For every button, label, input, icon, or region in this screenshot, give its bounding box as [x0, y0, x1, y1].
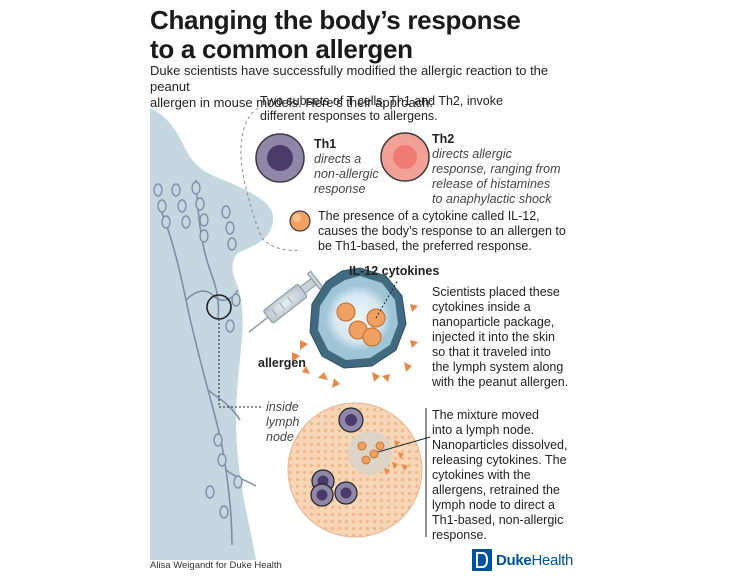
syringe-icon — [248, 270, 324, 333]
lymph-line-1: The mixture moved — [432, 408, 539, 422]
il12-leader-line — [375, 279, 399, 319]
lymph-line-7: lymph node to direct a — [432, 498, 555, 512]
lymph-node-th1-cells — [310, 407, 364, 507]
body-silhouette — [150, 108, 274, 560]
page-title: Changing the body’s response to a common… — [150, 6, 590, 64]
th1-desc-1: directs a — [314, 152, 362, 166]
credit-line: Alisa Weigandt for Duke Health — [150, 560, 282, 571]
th1-desc-3: response — [314, 182, 366, 196]
logo-wordmark: DukeHealth — [496, 552, 573, 569]
th1-nucleus-icon — [267, 145, 293, 171]
lymph-node-leader-line — [218, 319, 262, 408]
cytokine-line-2: causes the body’s response to an allerge… — [318, 224, 566, 238]
th2-label: Th2 — [432, 132, 455, 146]
th1-label: Th1 — [314, 137, 337, 151]
nanoparticle-text: Scientists placed these cytokines inside… — [432, 285, 602, 390]
logo-bold: Duke — [496, 552, 532, 569]
th1-block: Th1 directs a non-allergic response — [314, 137, 404, 197]
th2-block: Th2 directs allergic response, ranging f… — [432, 132, 602, 207]
il12-label: IL-12 cytokines — [349, 264, 440, 278]
title-line-1: Changing the body’s response — [150, 5, 521, 35]
tcell-intro-line-2: different responses to allergens. — [260, 109, 438, 123]
subtitle-line-1: Duke scientists have successfully modifi… — [150, 63, 549, 94]
allergen-label: allergen — [258, 356, 306, 370]
lymph-label-2: lymph — [266, 415, 300, 429]
lymph-text: The mixture moved into a lymph node. Nan… — [432, 408, 602, 543]
duke-health-logo[interactable]: DukeHealth — [472, 549, 592, 575]
lymph-line-6: allergens, retrained the — [432, 483, 560, 497]
th1-desc-2: non-allergic — [314, 167, 379, 181]
lymph-line-9: response. — [432, 528, 487, 542]
nano-line-4: injected it into the skin — [432, 330, 555, 344]
tcell-intro-line-1: Two subsets of T cells, Th1 and Th2, inv… — [260, 94, 503, 108]
nano-line-2: cytokines inside a — [432, 300, 531, 314]
subtitle: Duke scientists have successfully modifi… — [150, 63, 590, 111]
duke-logo-mark-icon — [472, 549, 492, 571]
lymph-label-3: node — [266, 430, 294, 444]
lymph-line-3: Nanoparticles dissolved, — [432, 438, 568, 452]
lymph-node-allergens — [384, 440, 408, 475]
cytokine-icon — [289, 210, 311, 232]
cytokine-highlight — [293, 214, 301, 222]
tcell-intro: Two subsets of T cells, Th1 and Th2, inv… — [260, 94, 560, 124]
th2-desc-3: release of histamines — [432, 177, 551, 191]
lymph-label-1: inside — [266, 400, 299, 414]
th2-desc-1: directs allergic — [432, 147, 512, 161]
inside-lymph-node-label: inside lymph node — [266, 400, 326, 445]
lymph-node-leader-line-2 — [377, 436, 431, 453]
th2-nucleus-icon — [393, 145, 417, 169]
nano-line-5: so that it traveled into — [432, 345, 551, 359]
cytokine-line-1: The presence of a cytokine called IL-12, — [318, 209, 540, 223]
nano-line-6: the lymph system along — [432, 360, 564, 374]
tcell-callout-outline — [240, 107, 301, 251]
lymph-line-4: releasing cytokines. The — [432, 453, 567, 467]
allergen-markers — [292, 304, 418, 388]
subtitle-line-2: allergen in mouse models. Here’s their a… — [150, 95, 434, 110]
nano-line-7: with the peanut allergen. — [432, 375, 569, 389]
lymph-line-5: cytokines with the — [432, 468, 531, 482]
lymph-node-beads — [153, 181, 243, 519]
th2-desc-4: to anaphylactic shock — [432, 192, 552, 206]
title-line-2: to a common allergen — [150, 34, 413, 64]
cytokine-line-3: be Th1-based, the preferred response. — [318, 239, 532, 253]
cytokine-text: The presence of a cytokine called IL-12,… — [318, 209, 598, 254]
lymph-line-8: Th1-based, non-allergic — [432, 513, 564, 527]
nano-line-3: nanoparticle package, — [432, 315, 555, 329]
nano-line-1: Scientists placed these — [432, 285, 560, 299]
th2-desc-2: response, ranging from — [432, 162, 561, 176]
logo-light: Health — [531, 552, 574, 569]
lymph-line-2: into a lymph node. — [432, 423, 535, 437]
lymph-node-cytokines — [357, 441, 385, 465]
